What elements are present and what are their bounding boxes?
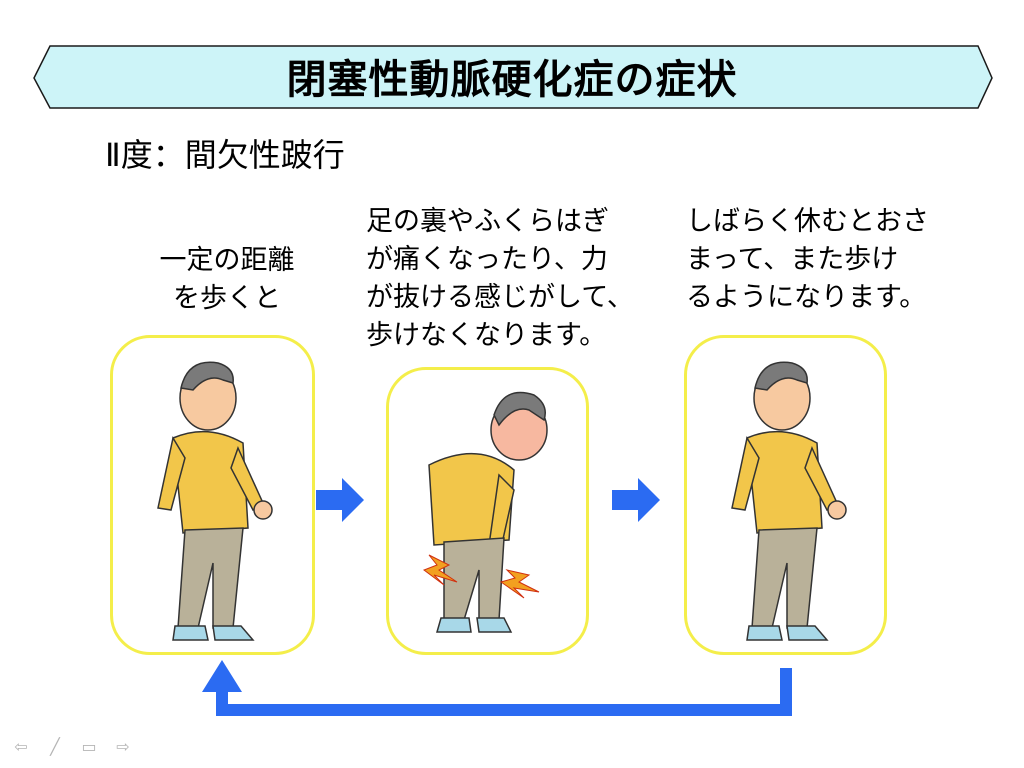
arrow-right-icon xyxy=(316,478,364,522)
panel-pain xyxy=(386,367,589,655)
pain-man-illustration xyxy=(422,391,548,633)
title-banner xyxy=(33,45,993,109)
slide-navigation: ⇦ ╱ ▭ ⇨ xyxy=(10,738,134,756)
menu-icon[interactable]: ▭ xyxy=(81,737,97,756)
caption-walking: 一定の距離 を歩くと xyxy=(159,245,295,314)
caption-pain: 足の裏やふくらはぎ が痛くなったり、力 が抜ける感じがして、 歩けなくなります。 xyxy=(366,206,634,351)
caption-rest: しばらく休むとおさ まって、また歩け るようになります。 xyxy=(686,206,929,313)
recovered-man-illustration xyxy=(731,361,847,641)
slide-subtitle: Ⅱ度：間欠性跛行 xyxy=(105,136,345,174)
slide-title: 閉塞性動脈硬化症の症状 xyxy=(286,57,738,103)
arrow-left-icon[interactable]: ⇦ xyxy=(14,737,28,756)
panel-recovered xyxy=(684,335,887,655)
arrow-right-icon xyxy=(612,478,660,522)
arrow-right-icon[interactable]: ⇨ xyxy=(116,737,130,756)
pen-icon[interactable]: ╱ xyxy=(50,737,60,756)
panel-walking xyxy=(110,335,315,655)
walking-man-illustration xyxy=(157,361,273,641)
